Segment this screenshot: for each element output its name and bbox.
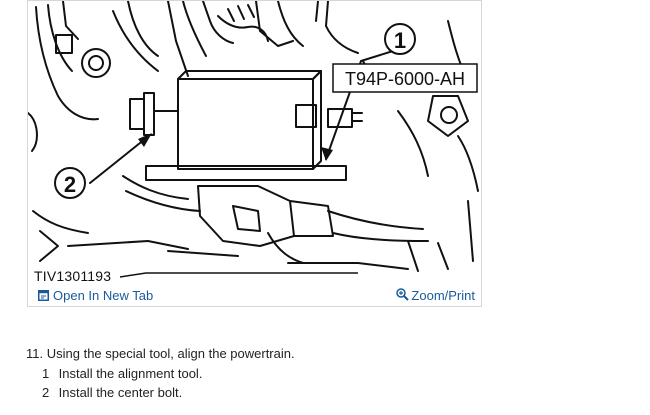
step-11: 11. Using the special tool, align the po… (26, 346, 295, 361)
substep-1: 1 Install the alignment tool. (42, 366, 202, 381)
zoom-print-link[interactable]: Zoom/Print (396, 288, 475, 303)
substep-text: Install the alignment tool. (58, 366, 203, 381)
open-in-new-tab-label: Open In New Tab (53, 288, 154, 303)
zoom-print-label: Zoom/Print (411, 288, 475, 303)
step-text: Using the special tool, align the powert… (46, 346, 295, 361)
substep-2: 2 Install the center bolt. (42, 385, 182, 400)
callout-1: 1 (394, 28, 406, 53)
alignment-tool-illustration: 1 T94P-6000-AH 2 (28, 1, 479, 278)
figure-panel: 1 T94P-6000-AH 2 TIV1301193 Open In New … (27, 0, 482, 307)
figure-toolbar: Open In New Tab Zoom/Print (28, 285, 481, 307)
step-number: 11. (26, 346, 44, 361)
substep-number: 1 (42, 366, 50, 381)
magnifier-plus-icon (396, 288, 410, 301)
substep-number: 2 (42, 385, 50, 400)
open-in-new-tab-link[interactable]: Open In New Tab (38, 288, 153, 303)
external-tab-icon (38, 290, 49, 301)
figure-id: TIV1301193 (34, 268, 112, 284)
callout-2: 2 (64, 172, 76, 197)
tool-part-number: T94P-6000-AH (345, 69, 465, 89)
substep-text: Install the center bolt. (58, 385, 183, 400)
